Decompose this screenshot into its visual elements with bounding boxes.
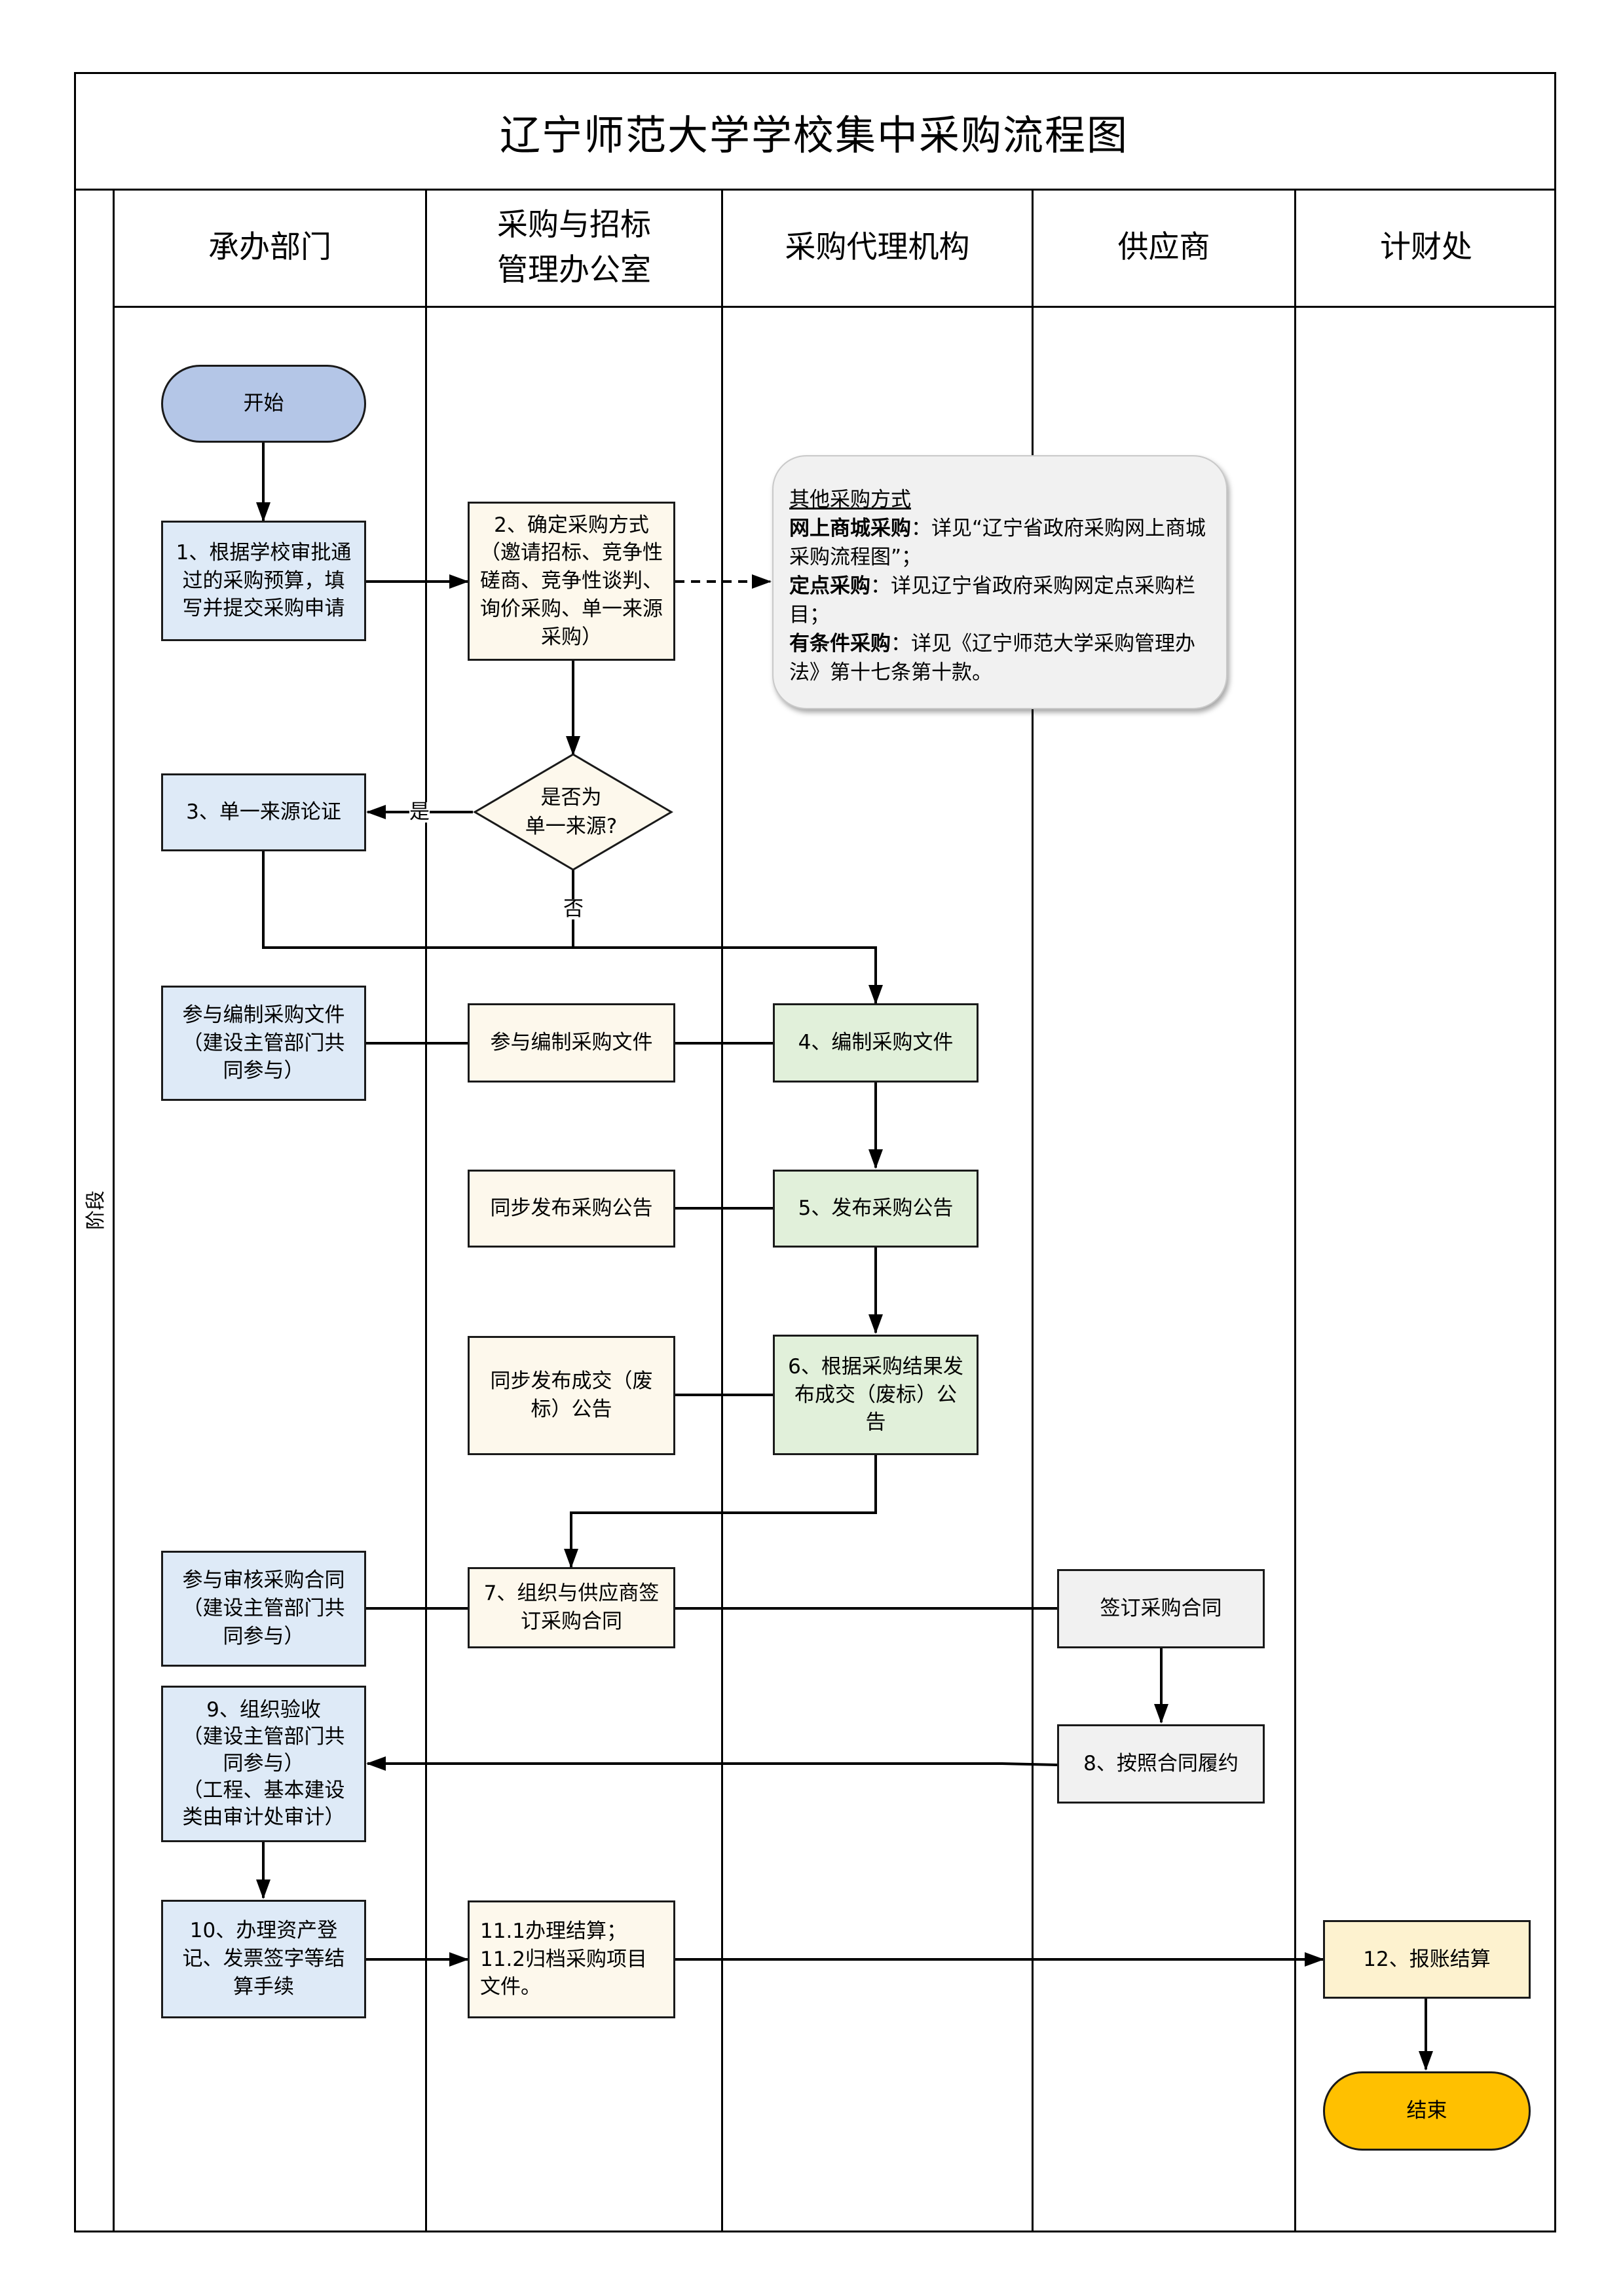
step-9-acceptance[interactable]: 9、组织验收 （建设主管部门共同参与） （工程、基本建设类由审计处审计） xyxy=(161,1686,366,1842)
label-no: 否 xyxy=(563,897,584,921)
step-11-settlement-archive[interactable]: 11.1办理结算； 11.2归档采购项目文件。 xyxy=(468,1900,675,2018)
step-2-procurement-method[interactable]: 2、确定采购方式（邀请招标、竞争性磋商、竞争性谈判、询价采购、单一来源采购） xyxy=(468,502,675,661)
start-node[interactable]: 开始 xyxy=(161,365,366,443)
outer-frame xyxy=(74,72,1556,2232)
step-3-single-source-review[interactable]: 3、单一来源论证 xyxy=(161,773,366,851)
lane-header-office: 采购与招标 管理办公室 xyxy=(497,207,651,288)
step-8-fulfill-contract[interactable]: 8、按照合同履约 xyxy=(1057,1724,1265,1804)
step-1-submit-request[interactable]: 1、根据学校审批通过的采购预算，填写并提交采购申请 xyxy=(161,521,366,641)
title-divider xyxy=(74,189,1556,191)
note-title: 其他采购方式 xyxy=(789,488,911,511)
note-item-key: 有条件采购 xyxy=(789,632,891,656)
step-10-asset-registration[interactable]: 10、办理资产登记、发票签字等结算手续 xyxy=(161,1900,366,2018)
note-item-text: ：详见“辽宁省政府采购网上商城采购流程图”； xyxy=(789,517,1206,570)
note-item-text: ：详见《辽宁师范大学采购管理办法》第十七条第十款。 xyxy=(789,632,1195,685)
edge-n3-merge xyxy=(262,851,573,949)
decision-single-source[interactable]: 是否为 单一来源? xyxy=(525,786,618,838)
note-item-key: 定点采购 xyxy=(789,574,870,599)
dept-review-contract[interactable]: 参与审核采购合同（建设主管部门共同参与） xyxy=(161,1551,366,1667)
lane-header-dept: 承办部门 xyxy=(208,229,331,266)
office-participate-doc[interactable]: 参与编制采购文件 xyxy=(468,1003,675,1083)
step-12-reimbursement[interactable]: 12、报账结算 xyxy=(1323,1920,1531,1999)
note-item-text: ：详见辽宁省政府采购网定点采购栏目； xyxy=(789,574,1195,627)
edge-decision-n4 xyxy=(572,870,883,1005)
end-node[interactable]: 结束 xyxy=(1323,2071,1531,2151)
lane-divider-3 xyxy=(1032,189,1034,2232)
lane-divider-4 xyxy=(1294,189,1296,2232)
step-4-prepare-doc[interactable]: 4、编制采购文件 xyxy=(773,1003,979,1083)
stage-divider xyxy=(113,189,115,2232)
office-sync-result[interactable]: 同步发布成交（废标）公告 xyxy=(468,1336,675,1455)
step-5-publish-notice[interactable]: 5、发布采购公告 xyxy=(773,1170,979,1248)
header-divider xyxy=(113,306,1556,308)
edge-n8-n9 xyxy=(366,1756,1058,1771)
lane-header-finance: 计财处 xyxy=(1380,229,1472,266)
lane-divider-1 xyxy=(425,189,427,2232)
note-item-online-mall: 网上商城采购：详见“辽宁省政府采购网上商城采购流程图”； xyxy=(789,514,1210,572)
decision-diamond xyxy=(473,753,673,871)
step-7-sign-contract[interactable]: 7、组织与供应商签订采购合同 xyxy=(468,1567,675,1648)
label-yes: 是 xyxy=(409,800,430,824)
lane-header-agency: 采购代理机构 xyxy=(785,229,970,266)
page-title: 辽宁师范大学学校集中采购流程图 xyxy=(499,111,1129,159)
note-item-conditional: 有条件采购：详见《辽宁师范大学采购管理办法》第十七条第十款。 xyxy=(789,629,1210,687)
office-sync-notice[interactable]: 同步发布采购公告 xyxy=(468,1170,675,1248)
other-methods-note: 其他采购方式 网上商城采购：详见“辽宁省政府采购网上商城采购流程图”； 定点采购… xyxy=(772,455,1227,709)
lane-header-supplier: 供应商 xyxy=(1117,229,1210,266)
step-6-publish-result[interactable]: 6、根据采购结果发布成交（废标）公告 xyxy=(773,1335,979,1455)
note-item-key: 网上商城采购 xyxy=(789,517,911,541)
edge-n6-n7 xyxy=(564,1455,877,1568)
lane-divider-2 xyxy=(721,189,723,2232)
note-item-designated: 定点采购：详见辽宁省政府采购网定点采购栏目； xyxy=(789,572,1210,629)
supplier-sign-contract[interactable]: 签订采购合同 xyxy=(1057,1569,1265,1648)
dept-participate-doc[interactable]: 参与编制采购文件（建设主管部门共同参与） xyxy=(161,986,366,1101)
